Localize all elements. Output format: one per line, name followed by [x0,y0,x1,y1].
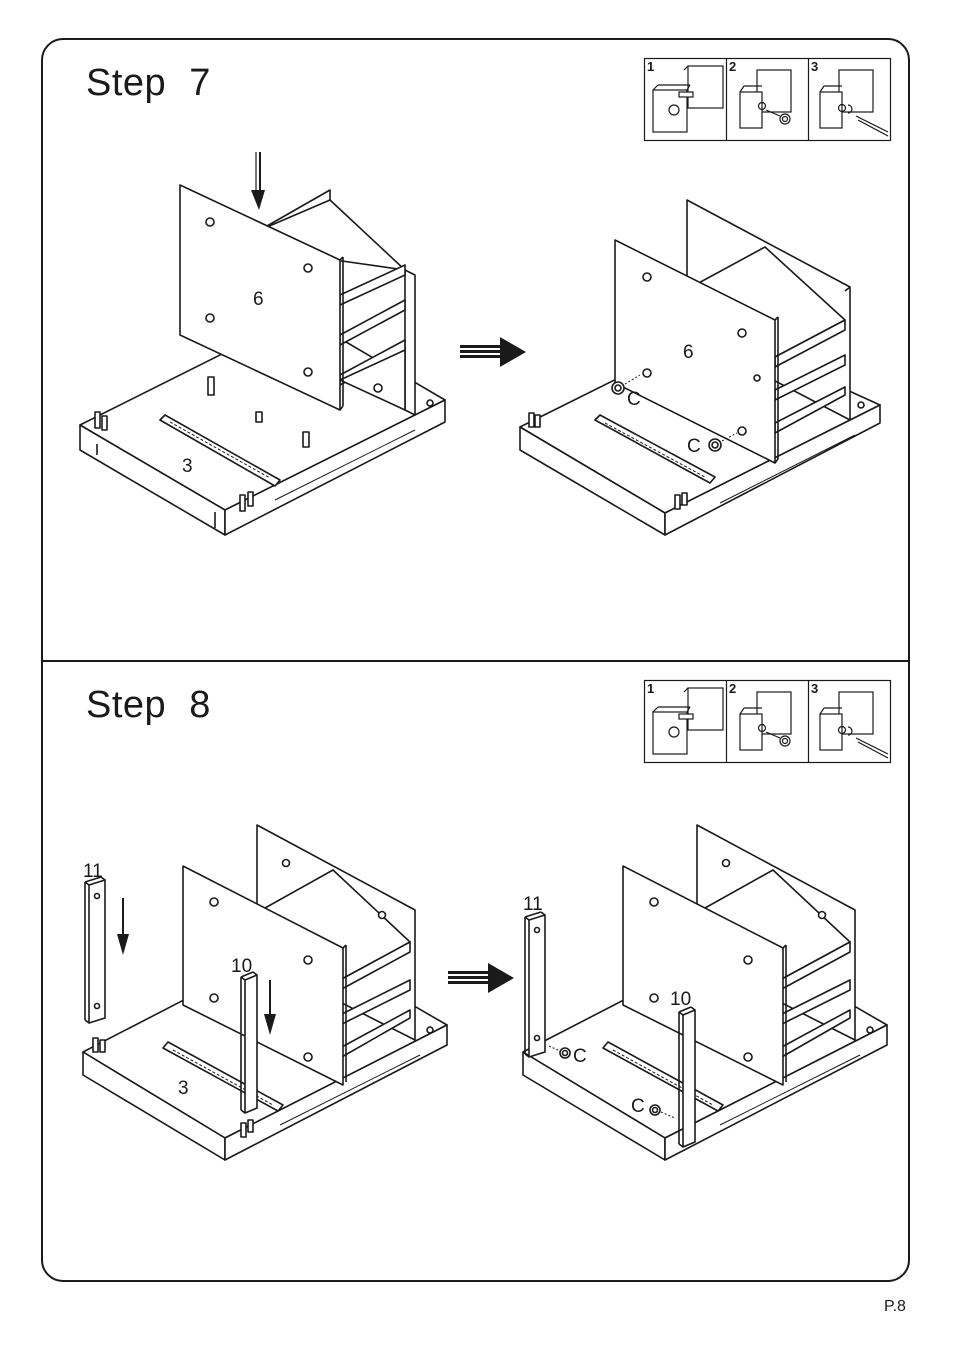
part-label-10: 10 [670,989,691,1010]
step-7-before-illustration: 6 3 [75,150,455,540]
cam-lock-icon [612,382,624,394]
part-label-11: 11 [83,861,103,882]
step-7-after-illustration: 6 C C [515,195,885,540]
step-8-before-illustration: 11 10 3 [75,820,455,1165]
step-8-after-illustration: 11 10 C C [515,820,890,1165]
part-label-3: 3 [178,1078,189,1099]
cam-lock-icon [709,439,721,451]
cam-lock-icon [560,1048,570,1058]
part-label-6: 6 [683,342,694,363]
cam-label-c: C [573,1046,587,1067]
legend-3: 3 [811,59,818,74]
cam-label-c: C [687,436,701,457]
cam-lock-icon [650,1105,660,1115]
step-divider [41,660,910,662]
step-8-legend: 1 2 3 [644,680,892,764]
part-label-10: 10 [231,956,252,977]
cam-label-c: C [631,1096,645,1117]
right-arrow-icon [448,962,514,994]
step-7-title: Step 7 [86,62,211,105]
down-arrow-icon [117,898,129,955]
page-number: P.8 [884,1298,906,1316]
legend-2: 2 [729,681,736,696]
legend-1: 1 [647,59,654,74]
cam-label-c: C [627,389,641,410]
legend-2: 2 [729,59,736,74]
legend-1: 1 [647,681,654,696]
part-label-11: 11 [523,894,543,915]
step-7-legend: 1 2 3 [644,58,892,142]
legend-3: 3 [811,681,818,696]
part-label-3: 3 [182,456,193,477]
down-arrow-icon [251,152,265,210]
step-8-title: Step 8 [86,684,211,727]
part-label-6: 6 [253,289,264,310]
